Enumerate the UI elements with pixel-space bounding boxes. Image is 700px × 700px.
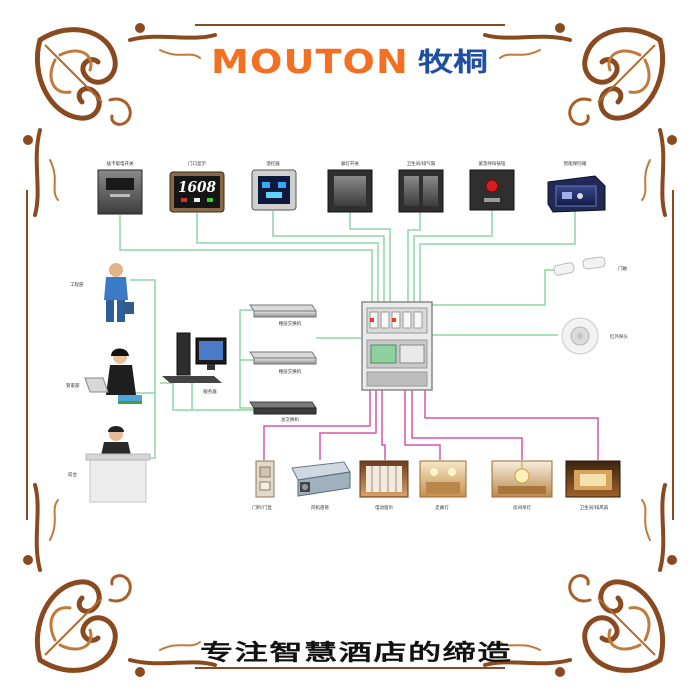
device-label-fan-coil: 风机盘管 [311, 504, 329, 511]
server-label: 服务器 [203, 388, 217, 395]
brand-logo: MOUTON 牧桐 [211, 42, 488, 81]
network-switch-icon [249, 401, 317, 415]
right-device-column: 门磁 红外探头 [553, 256, 628, 355]
bathroom-fan-icon [565, 460, 621, 498]
person-label-engineering: 工程部 [70, 281, 84, 288]
ornamental-frame [23, 23, 677, 677]
person-label-housekeeping: 管家部 [66, 382, 80, 389]
brand-name-cn: 牧桐 [418, 48, 488, 78]
bottom-left-ornament [23, 485, 215, 677]
device-label-door-display: 门口显示 [188, 160, 206, 167]
device-label-bathroom-fan: 卫生间/排风扇 [580, 504, 609, 511]
infrared-sensor-icon [561, 317, 599, 355]
fan-coil-icon [291, 461, 351, 497]
bottom-right-ornament [485, 485, 677, 677]
left-people-column: 工程部 管家部 前台 [66, 263, 151, 503]
engineer-person-icon [104, 263, 134, 322]
light-switch-icon [327, 169, 373, 213]
curtain-icon [359, 460, 409, 498]
network-switch-column: 楼层交换机 楼层交换机 总交换机 [249, 304, 317, 423]
switch-label-2: 楼层交换机 [279, 368, 302, 375]
server-computer-icon [162, 332, 227, 383]
brand-name-en: MOUTON [211, 42, 409, 81]
corridor-light-icon [419, 460, 467, 498]
device-label-double-switch: 卫生间/排气扇 [407, 160, 436, 167]
door-display-icon: 1608 [169, 171, 225, 213]
network-switch-icon [249, 351, 317, 365]
door-display-number: 1608 [178, 178, 217, 196]
device-label-safe: 智能保险箱 [564, 160, 587, 167]
top-device-row: 插卡取电开关 1608 门口显示 温控器 廊灯开关 卫生间 [97, 160, 606, 215]
device-label-doorbell: 门铃/门显 [252, 504, 272, 511]
chandelier-icon [491, 460, 553, 498]
room-controller-icon [361, 301, 433, 391]
double-switch-icon [398, 169, 444, 213]
device-label-emergency-button: 紧急呼叫按钮 [479, 160, 506, 167]
green-connection-lines [119, 210, 576, 459]
switch-label-1: 楼层交换机 [279, 320, 302, 327]
pink-connection-lines [263, 390, 599, 460]
network-switch-icon [249, 304, 317, 318]
card-switch-icon [97, 169, 143, 215]
device-label-chandelier: 房间吊灯 [513, 504, 531, 511]
emergency-button-icon [469, 169, 515, 211]
device-label-door-sensor: 门磁 [618, 265, 627, 272]
thermostat-icon [251, 169, 297, 211]
person-label-reception: 前台 [68, 471, 77, 478]
door-sensor-icon [553, 256, 606, 276]
device-label-corridor-light: 走廊灯 [435, 504, 449, 511]
bottom-device-row: 门铃/门显 风机盘管 电动窗帘 走廊灯 [252, 460, 621, 511]
reception-person-icon [85, 426, 151, 503]
slogan-text: 专注智慧酒店的缔造 [200, 640, 512, 666]
device-label-light-switch: 廊灯开关 [341, 160, 359, 167]
doorbell-icon [255, 460, 275, 498]
housekeeping-person-icon [84, 348, 142, 404]
device-label-curtain: 电动窗帘 [375, 504, 393, 511]
device-label-card-switch: 插卡取电开关 [107, 160, 134, 167]
device-label-thermostat: 温控器 [266, 160, 280, 167]
device-label-infrared-sensor: 红外探头 [610, 333, 628, 340]
safe-icon [547, 175, 606, 213]
switch-label-3: 总交换机 [281, 416, 299, 423]
